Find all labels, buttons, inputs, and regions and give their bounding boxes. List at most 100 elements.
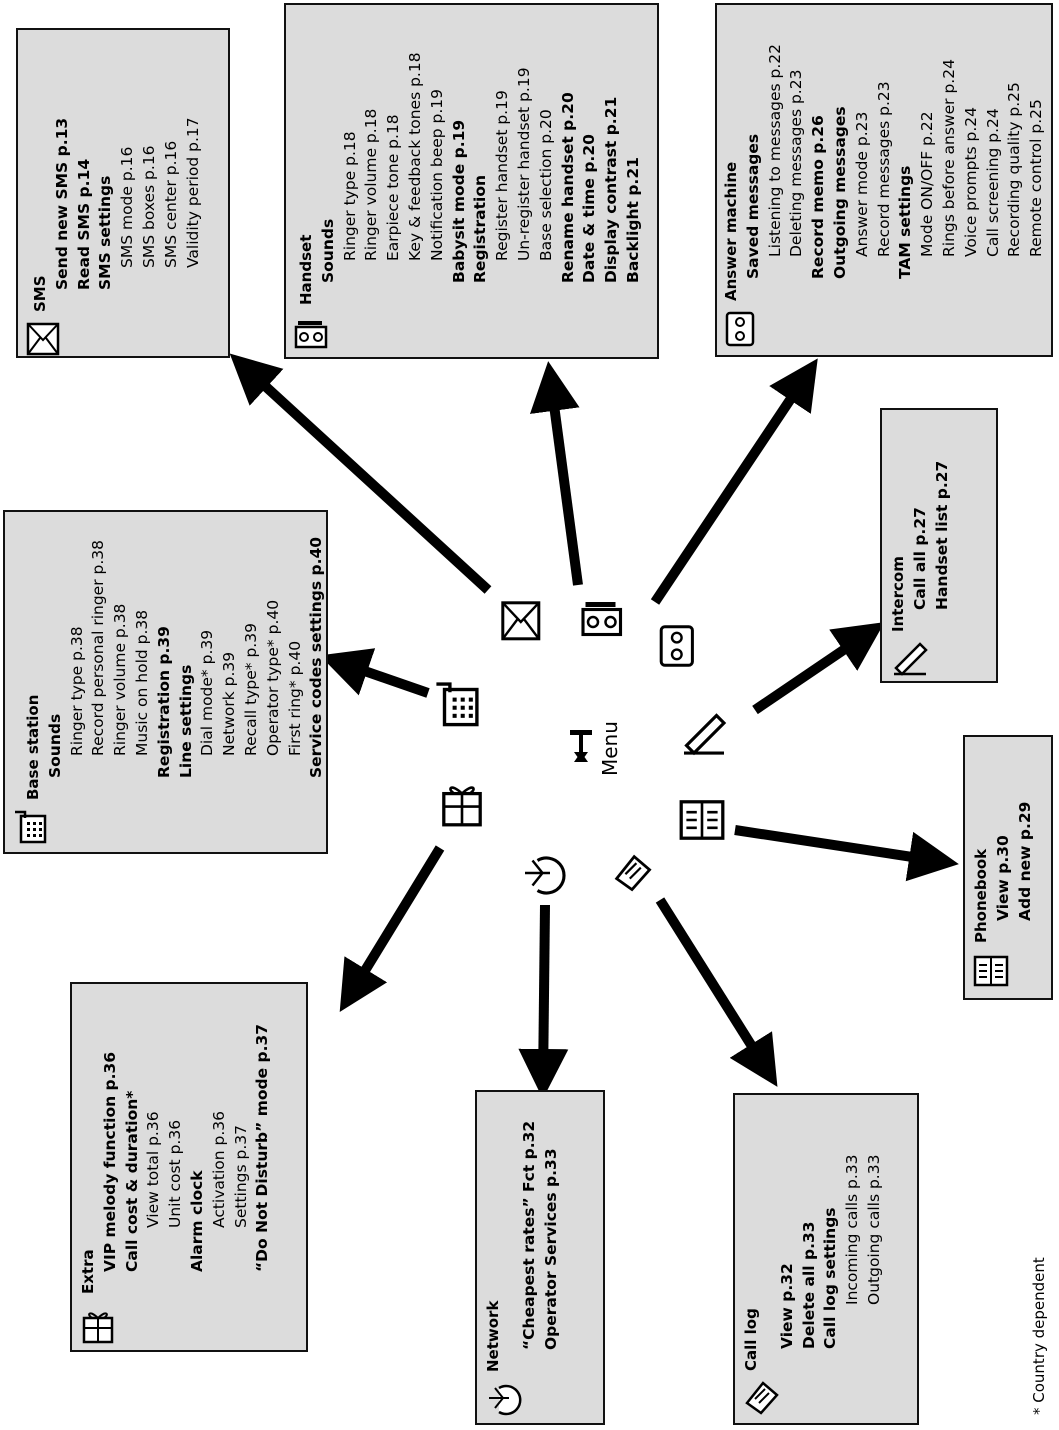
menu-item: Sounds (318, 218, 337, 283)
menu-item: Line settings (176, 664, 195, 778)
sms-content: SMS Send new SMS p.13 Read SMS p.14 SMS … (30, 117, 204, 312)
menu-item: Send new SMS p.13 (52, 117, 71, 290)
menu-item: Backlight p.21 (623, 157, 642, 283)
menu-item: Handset list p.27 (932, 460, 951, 610)
handset-box: Handset Sounds Ringer type p.18 Ringer v… (284, 3, 659, 359)
intercom-box: Intercom Call all p.27 Handset list p.27 (880, 408, 998, 683)
call-log-box: Call log View p.32 Delete all p.33 Call … (733, 1093, 919, 1425)
menu-item: Incoming calls p.33 (843, 1154, 862, 1305)
menu-item: Base selection p.20 (536, 109, 555, 261)
menu-item: Ringer volume p.38 (111, 603, 130, 756)
menu-item: Recall type* p.39 (241, 623, 260, 756)
base-station-box: Base station Sounds Ringer type p.38 Rec… (3, 510, 328, 854)
menu-item: View p.32 (777, 1263, 796, 1349)
spacer (763, 1154, 777, 1371)
base-station-content: Base station Sounds Ringer type p.38 Rec… (23, 537, 328, 800)
spacer (505, 1121, 519, 1372)
menu-item: SMS settings (96, 175, 115, 290)
intercom-icon (894, 642, 928, 676)
menu-item: Ringer volume p.18 (362, 108, 381, 261)
handset-icon (581, 602, 623, 637)
menu-item: Notification beep p.19 (427, 88, 446, 261)
call-log-icon (745, 1381, 779, 1415)
menu-key-icon (570, 730, 592, 762)
extra-content: Extra VIP melody function p.36 Call cost… (78, 1024, 274, 1294)
menu-item: Add new p.29 (1015, 801, 1034, 921)
menu-item: Alarm clock (187, 1170, 206, 1272)
call-log-icon (614, 854, 652, 892)
menu-item: Operator Services p.33 (541, 1148, 560, 1350)
base-station-icon (15, 810, 47, 844)
menu-item: Delete all p.33 (799, 1221, 818, 1349)
menu-item: Sounds (45, 713, 64, 778)
arrow-to-answer (650, 358, 818, 605)
menu-item: Read SMS p.14 (74, 158, 93, 290)
menu-item: First ring* p.40 (285, 640, 304, 756)
box-title: Call log (742, 1308, 760, 1371)
menu-item: Outgoing calls p.33 (864, 1154, 883, 1305)
answer-machine-box: Answer machine Saved messages Listening … (715, 3, 1053, 357)
gift-icon (442, 786, 482, 827)
handset-content: Handset Sounds Ringer type p.18 Ringer v… (296, 52, 645, 305)
menu-item: Call screening p.24 (983, 108, 1002, 257)
gift-icon (82, 1312, 114, 1344)
envelope-icon (26, 322, 60, 356)
box-title: Intercom (889, 556, 907, 632)
menu-item: View total p.36 (144, 1111, 163, 1228)
arrow-to-sms (229, 353, 492, 594)
menu-item: View p.30 (993, 835, 1012, 921)
menu-item: Rename handset p.20 (558, 92, 577, 283)
extra-box: Extra VIP melody function p.36 Call cost… (70, 982, 308, 1352)
box-title: Extra (79, 1249, 97, 1294)
box-title: Base station (24, 694, 42, 800)
menu-item: Registration (471, 174, 490, 283)
menu-item: Ringer type p.18 (340, 131, 359, 261)
menu-item: Registration p.39 (154, 626, 173, 778)
arrow-to-intercom (752, 622, 885, 715)
arrow-to-network (518, 904, 569, 1099)
envelope-icon (501, 601, 541, 641)
menu-item: Listening to messages p.22 (765, 44, 784, 257)
menu-item: Unit cost p.36 (166, 1119, 185, 1228)
box-title: Network (484, 1300, 502, 1372)
menu-item: Outgoing messages (830, 106, 849, 279)
network-box: Network “Cheapest rates” Fct p.32 Operat… (475, 1090, 605, 1425)
menu-item: Record messages p.23 (874, 81, 893, 257)
answer-machine-icon (725, 311, 755, 347)
menu-item: Recording quality p.25 (1005, 82, 1024, 257)
menu-item: SMS center p.16 (161, 140, 180, 268)
menu-item: Dial mode* p.39 (198, 629, 217, 756)
answer-machine-icon (659, 625, 694, 667)
menu-item: SMS mode p.16 (118, 146, 137, 268)
handset-icon (294, 321, 328, 349)
menu-item: Babysit mode p.19 (449, 119, 468, 283)
menu-item: “Cheapest rates” Fct p.32 (519, 1120, 538, 1350)
menu-item: VIP melody function p.36 (100, 1051, 119, 1272)
menu-item: Saved messages (743, 133, 762, 279)
menu-item: Service codes settings p.40 (307, 536, 326, 778)
menu-item: Music on hold p.38 (132, 609, 151, 756)
arrow-to-phonebook (734, 825, 959, 882)
sms-box: SMS Send new SMS p.13 Read SMS p.14 SMS … (16, 28, 230, 358)
answer-machine-content: Answer machine Saved messages Listening … (721, 44, 1048, 301)
menu-item: Display contrast p.21 (602, 96, 621, 283)
call-log-content: Call log View p.32 Delete all p.33 Call … (741, 1154, 886, 1371)
menu-item: Ringer type p.38 (67, 626, 86, 756)
network-icon (525, 856, 566, 895)
menu-item: Key & feedback tones p.18 (405, 52, 424, 261)
menu-item: Earpiece tone p.18 (384, 114, 403, 261)
phonebook-content: Phonebook View p.30 Add new p.29 (971, 802, 1036, 943)
arrow-to-calllog (655, 897, 778, 1087)
menu-item: Settings p.37 (231, 1125, 250, 1228)
phonebook-icon (973, 955, 1009, 987)
arrow-to-base (319, 648, 430, 698)
arrow-to-handset (529, 361, 583, 586)
box-title: SMS (31, 275, 49, 312)
menu-item: Date & time p.20 (580, 134, 599, 283)
menu-item: Call all p.27 (910, 507, 929, 610)
menu-item: Un-register handset p.19 (514, 67, 533, 261)
box-title: Phonebook (972, 848, 990, 943)
menu-item: Deleting messages p.23 (787, 69, 806, 257)
menu-item: Call cost & duration* (122, 1090, 141, 1272)
